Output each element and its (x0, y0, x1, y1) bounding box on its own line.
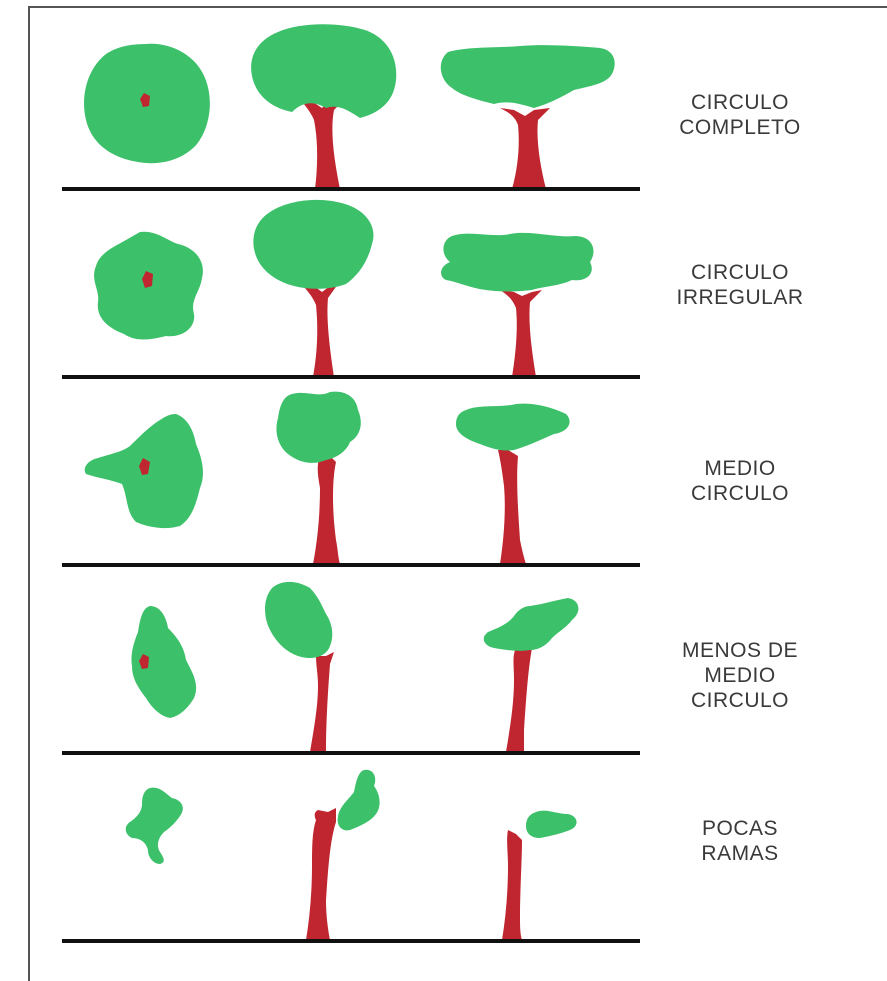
row-label-circulo-irregular: CIRCULO IRREGULAR (640, 260, 840, 310)
tree-b-crown (483, 598, 579, 651)
label-line: IRREGULAR (676, 286, 804, 309)
tree-a-trunk (310, 652, 334, 752)
label-line: CIRCULO (690, 261, 789, 284)
tree-b-trunk (500, 108, 550, 189)
tree-b-crown (440, 45, 615, 108)
row-label-medio-circulo: MEDIO CIRCULO (640, 456, 840, 506)
tree-b-crown (441, 232, 594, 292)
top-view-trunk-dot (140, 93, 150, 107)
label-line: MEDIO (704, 457, 776, 480)
label-line: COMPLETO (679, 116, 801, 139)
tree-b-crown (456, 403, 570, 451)
row-circulo-irregular (62, 199, 640, 379)
ground-line (62, 563, 640, 567)
row-pocas-ramas (62, 769, 640, 943)
tree-a-trunk (313, 456, 340, 564)
tree-a-crown (265, 581, 333, 658)
label-line: MENOS DE (681, 639, 798, 662)
top-view-trunk-dot (139, 654, 149, 669)
label-line: CIRCULO (690, 689, 789, 712)
ground-line (62, 375, 640, 379)
ground-line (62, 187, 640, 191)
label-line: MEDIO (704, 664, 776, 687)
row-circulo-completo (62, 24, 640, 191)
tree-a-trunk (306, 808, 336, 940)
row-label-pocas-ramas: POCAS RAMAS (640, 816, 840, 866)
tree-b-crown (526, 810, 577, 838)
tree-a-trunk (302, 284, 338, 377)
tree-b-trunk (502, 830, 522, 940)
row-menos-de-medio-circulo (62, 581, 640, 755)
tree-b-trunk (498, 450, 526, 564)
ground-line (62, 751, 640, 755)
label-line: POCAS (701, 817, 779, 840)
top-view-crown (131, 606, 197, 718)
tree-a-trunk (300, 96, 348, 189)
tree-b-trunk (500, 290, 542, 377)
label-line: CIRCULO (690, 91, 789, 114)
row-label-menos-de-medio-circulo: MENOS DE MEDIO CIRCULO (640, 638, 840, 713)
label-line: RAMAS (701, 842, 779, 865)
tree-a-crown (251, 24, 397, 118)
tree-a-crown (337, 769, 380, 831)
row-label-circulo-completo: CIRCULO COMPLETO (640, 90, 840, 140)
ground-line (62, 939, 640, 943)
label-line: CIRCULO (690, 482, 789, 505)
top-view-crown (125, 787, 183, 864)
tree-a-crown (276, 391, 361, 463)
tree-a-crown (253, 199, 374, 289)
top-view-trunk-dot (142, 271, 153, 288)
row-medio-circulo (62, 391, 640, 567)
tree-b-trunk (506, 646, 532, 752)
top-view-trunk-dot (139, 458, 150, 475)
